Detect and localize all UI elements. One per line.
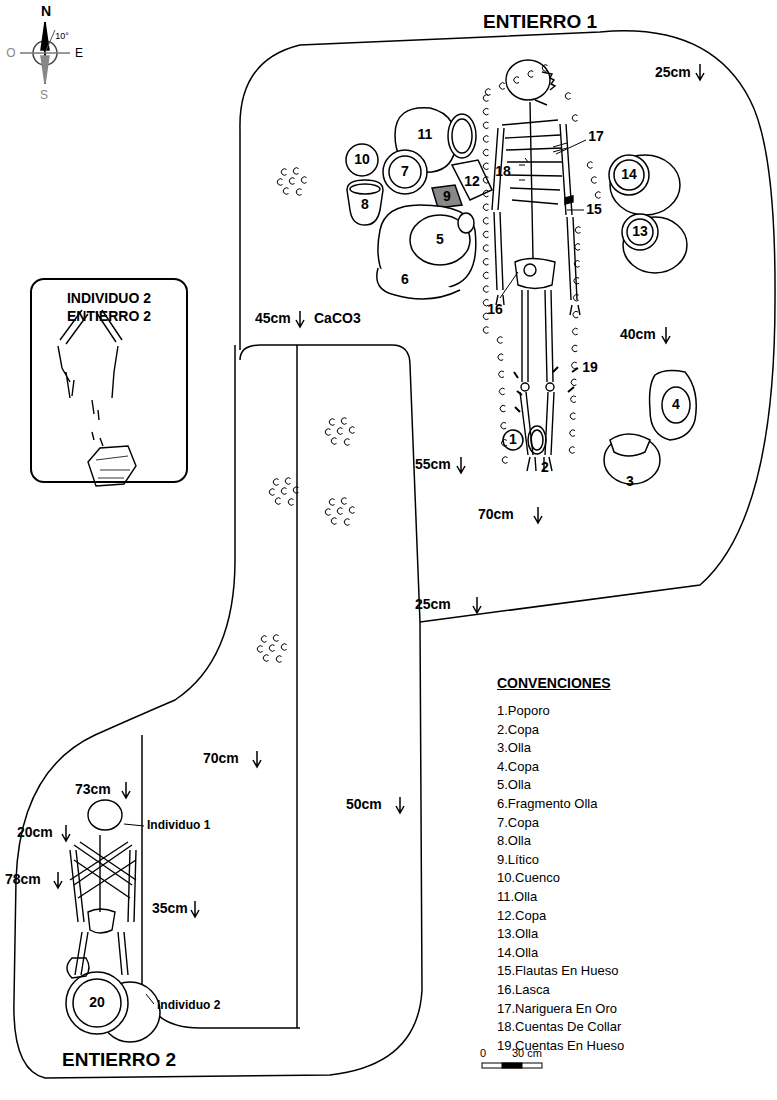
legend-item: 9.Lítico [497, 853, 539, 867]
legend-item: 11.Olla [497, 890, 537, 904]
compass-letter: E [75, 47, 83, 60]
legend-item: 8.Olla [497, 834, 531, 848]
depth-label: 50cm [346, 797, 382, 812]
depth-label: 25cm [655, 65, 691, 80]
carbonate-marks [257, 65, 600, 662]
inset-title: INDIVIDUO 2 ENTIERRO 2 [32, 280, 186, 325]
compass-letter: 10° [55, 32, 69, 42]
depth-label: 73cm [75, 782, 111, 797]
depth-label: 55cm [415, 457, 451, 472]
callout-number: 16 [487, 302, 503, 317]
inset-box: INDIVIDUO 2 ENTIERRO 2 [30, 278, 188, 483]
depth-label: 20cm [17, 825, 53, 840]
legend-item: 14.Olla [497, 946, 538, 960]
compass-letter: S [40, 89, 48, 102]
legend-item: 3.Olla [497, 741, 531, 755]
legend-item: 5.Olla [497, 778, 531, 792]
burial-title: ENTIERRO 1 [483, 12, 597, 33]
offerings [66, 108, 696, 1042]
legend-item: 10.Cuenco [497, 871, 560, 885]
depth-label: 78cm [5, 872, 41, 887]
legend-heading: CONVENCIONES [497, 676, 611, 691]
callout-number: 11 [418, 127, 433, 142]
compass [20, 22, 70, 84]
legend-item: 18.Cuentas De Collar [497, 1020, 621, 1034]
depth-label: 45cm [255, 311, 291, 326]
callout-number: 13 [632, 224, 648, 239]
depth-label: 25cm [415, 597, 451, 612]
legend-item: 2.Copa [497, 723, 539, 737]
depth-label: 70cm [478, 507, 514, 522]
callout-number: 5 [436, 232, 444, 247]
leader-lines [124, 140, 586, 1004]
pit-outline [14, 31, 775, 1078]
depth-label: 70cm [203, 751, 239, 766]
legend-item: 17.Nariguera En Oro [497, 1002, 617, 1016]
callout-number: 19 [582, 360, 598, 375]
callout-number: 9 [443, 189, 451, 204]
legend-item: 1.Poporo [497, 704, 550, 718]
callout-number: 8 [361, 197, 369, 212]
callout-number: 12 [464, 174, 480, 189]
callout-number: 3 [626, 474, 634, 489]
scale-bar [482, 1063, 542, 1068]
compass-letter: O [6, 47, 15, 60]
callout-number: 14 [621, 167, 637, 182]
individual-label: Individuo 1 [147, 819, 210, 832]
legend-item: 6.Fragmento Olla [497, 797, 597, 811]
depth-arrows [54, 64, 704, 917]
legend-item: 15.Flautas En Hueso [497, 964, 618, 978]
legend-item: 16.Lasca [497, 983, 550, 997]
callout-number: 6 [401, 272, 409, 287]
depth-label: 35cm [152, 901, 188, 916]
individual-label: Individuo 2 [157, 999, 220, 1012]
depth-label: 40cm [620, 327, 656, 342]
legend-item: 4.Copa [497, 760, 539, 774]
callout-number: 15 [586, 202, 602, 217]
callout-number: 20 [89, 995, 105, 1010]
scale-text: 0 [480, 1047, 486, 1059]
callout-number: 4 [672, 397, 680, 412]
compass-letter: N [41, 4, 51, 19]
burial-title: ENTIERRO 2 [62, 1050, 176, 1071]
legend-item: 13.Olla [497, 927, 538, 941]
material-note: CaCO3 [314, 311, 361, 326]
legend-item: 7.Copa [497, 816, 539, 830]
legend-item: 12.Copa [497, 909, 546, 923]
callout-number: 10 [354, 152, 370, 167]
callout-number: 1 [509, 432, 517, 447]
skeleton [492, 60, 580, 471]
callout-number: 18 [495, 164, 511, 179]
inset-figure [58, 310, 136, 486]
scale-text: 30 cm [512, 1047, 542, 1059]
skeleton-2 [67, 800, 136, 978]
callout-number: 7 [401, 164, 409, 179]
callout-number: 17 [588, 129, 604, 144]
callout-number: 2 [541, 460, 549, 475]
